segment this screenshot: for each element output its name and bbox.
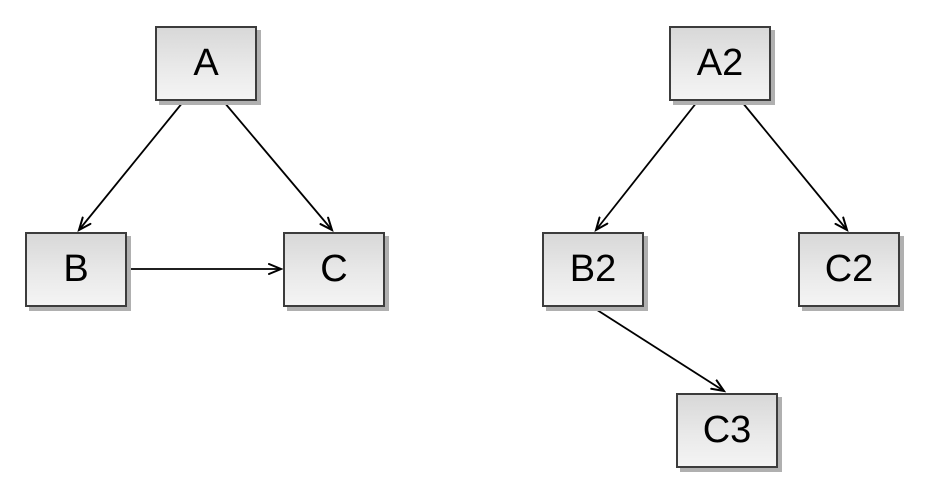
node-C3[interactable]: C3 [676,393,778,468]
node-B[interactable]: B [25,232,127,307]
edge-B2-C3 [593,307,727,393]
node-label-A: A [193,41,219,84]
node-label-A2: A2 [696,41,744,84]
node-label-C3: C3 [702,408,752,451]
node-label-B2: B2 [569,247,617,290]
edge-A2-C2 [741,101,849,233]
node-C2[interactable]: C2 [798,232,900,307]
node-label-C2: C2 [824,247,874,290]
node-C[interactable]: C [283,232,385,307]
node-A[interactable]: A [155,26,257,101]
edge-A-C [223,101,334,232]
node-A2[interactable]: A2 [669,26,771,101]
node-label-C: C [320,247,348,290]
edge-A2-B2 [594,101,698,233]
node-label-B: B [63,247,89,290]
node-B2[interactable]: B2 [542,232,644,307]
edge-A-B [77,101,184,233]
